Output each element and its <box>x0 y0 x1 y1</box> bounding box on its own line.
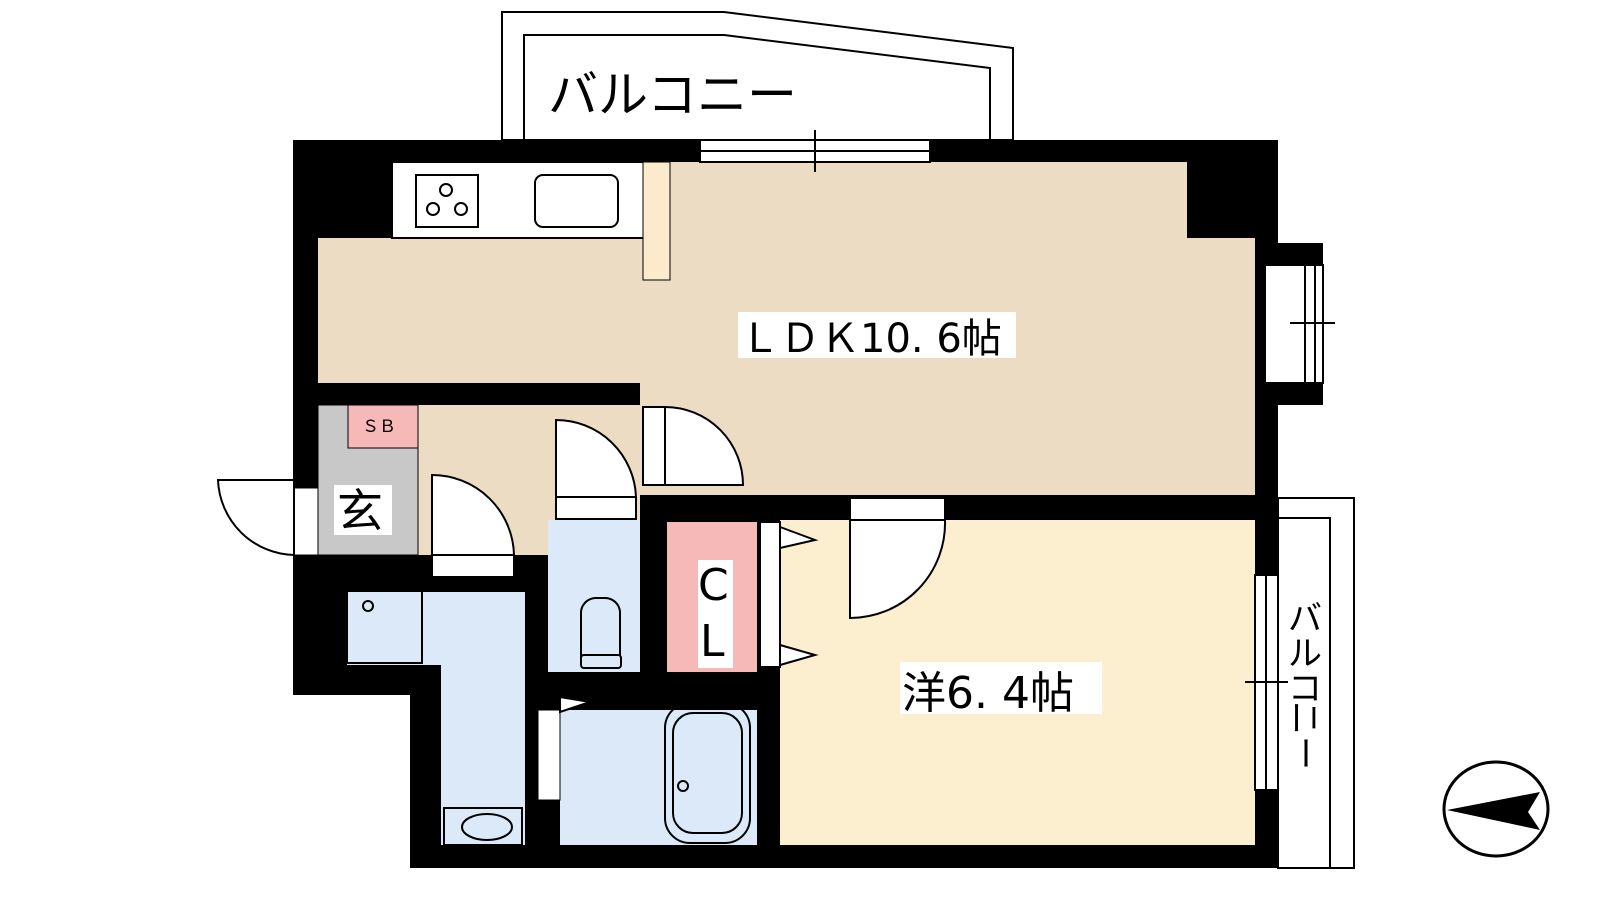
window-western <box>1245 574 1288 791</box>
room-toilet <box>548 520 640 672</box>
western-room-label: 洋6. 4帖 <box>902 668 1074 719</box>
toilet-icon <box>580 596 622 669</box>
stove-icon <box>415 174 479 228</box>
svg-text:バ: バ <box>1288 599 1322 639</box>
door-hall-washroom <box>431 473 516 556</box>
entrance-door <box>216 479 295 557</box>
room-washroom <box>346 589 525 846</box>
svg-text:ル: ル <box>1288 634 1322 674</box>
svg-text:ニ: ニ <box>1284 701 1324 735</box>
bathtub-icon <box>664 702 751 844</box>
compass-icon <box>1442 760 1550 858</box>
sink-icon <box>534 174 619 228</box>
svg-text:コ: コ <box>1288 669 1322 709</box>
closet-label-c: C <box>698 560 729 611</box>
closet-label-l: L <box>700 616 725 667</box>
shoe-box <box>347 404 419 449</box>
door-toilet <box>555 418 638 498</box>
kitchen-counter <box>391 161 671 281</box>
door-ldk <box>664 405 745 486</box>
balcony-right <box>1277 497 1355 869</box>
shoe-box-label: ＳＢ <box>362 417 396 437</box>
door-closet <box>759 521 781 668</box>
balcony-right-label: バ ル コ ニ ー <box>1284 599 1324 770</box>
room-bath <box>537 702 757 845</box>
balcony-top-label: バルコニー <box>548 66 797 124</box>
ldk-label: ＬＤＫ10. 6帖 <box>740 316 1002 362</box>
window-right <box>1264 264 1335 384</box>
door-western <box>849 519 947 620</box>
entrance-label: 玄 <box>337 484 383 538</box>
svg-text:ー: ー <box>1284 736 1324 770</box>
washbasin-icon <box>443 807 523 846</box>
washer-pan-icon <box>346 589 423 664</box>
window-top <box>699 130 931 172</box>
